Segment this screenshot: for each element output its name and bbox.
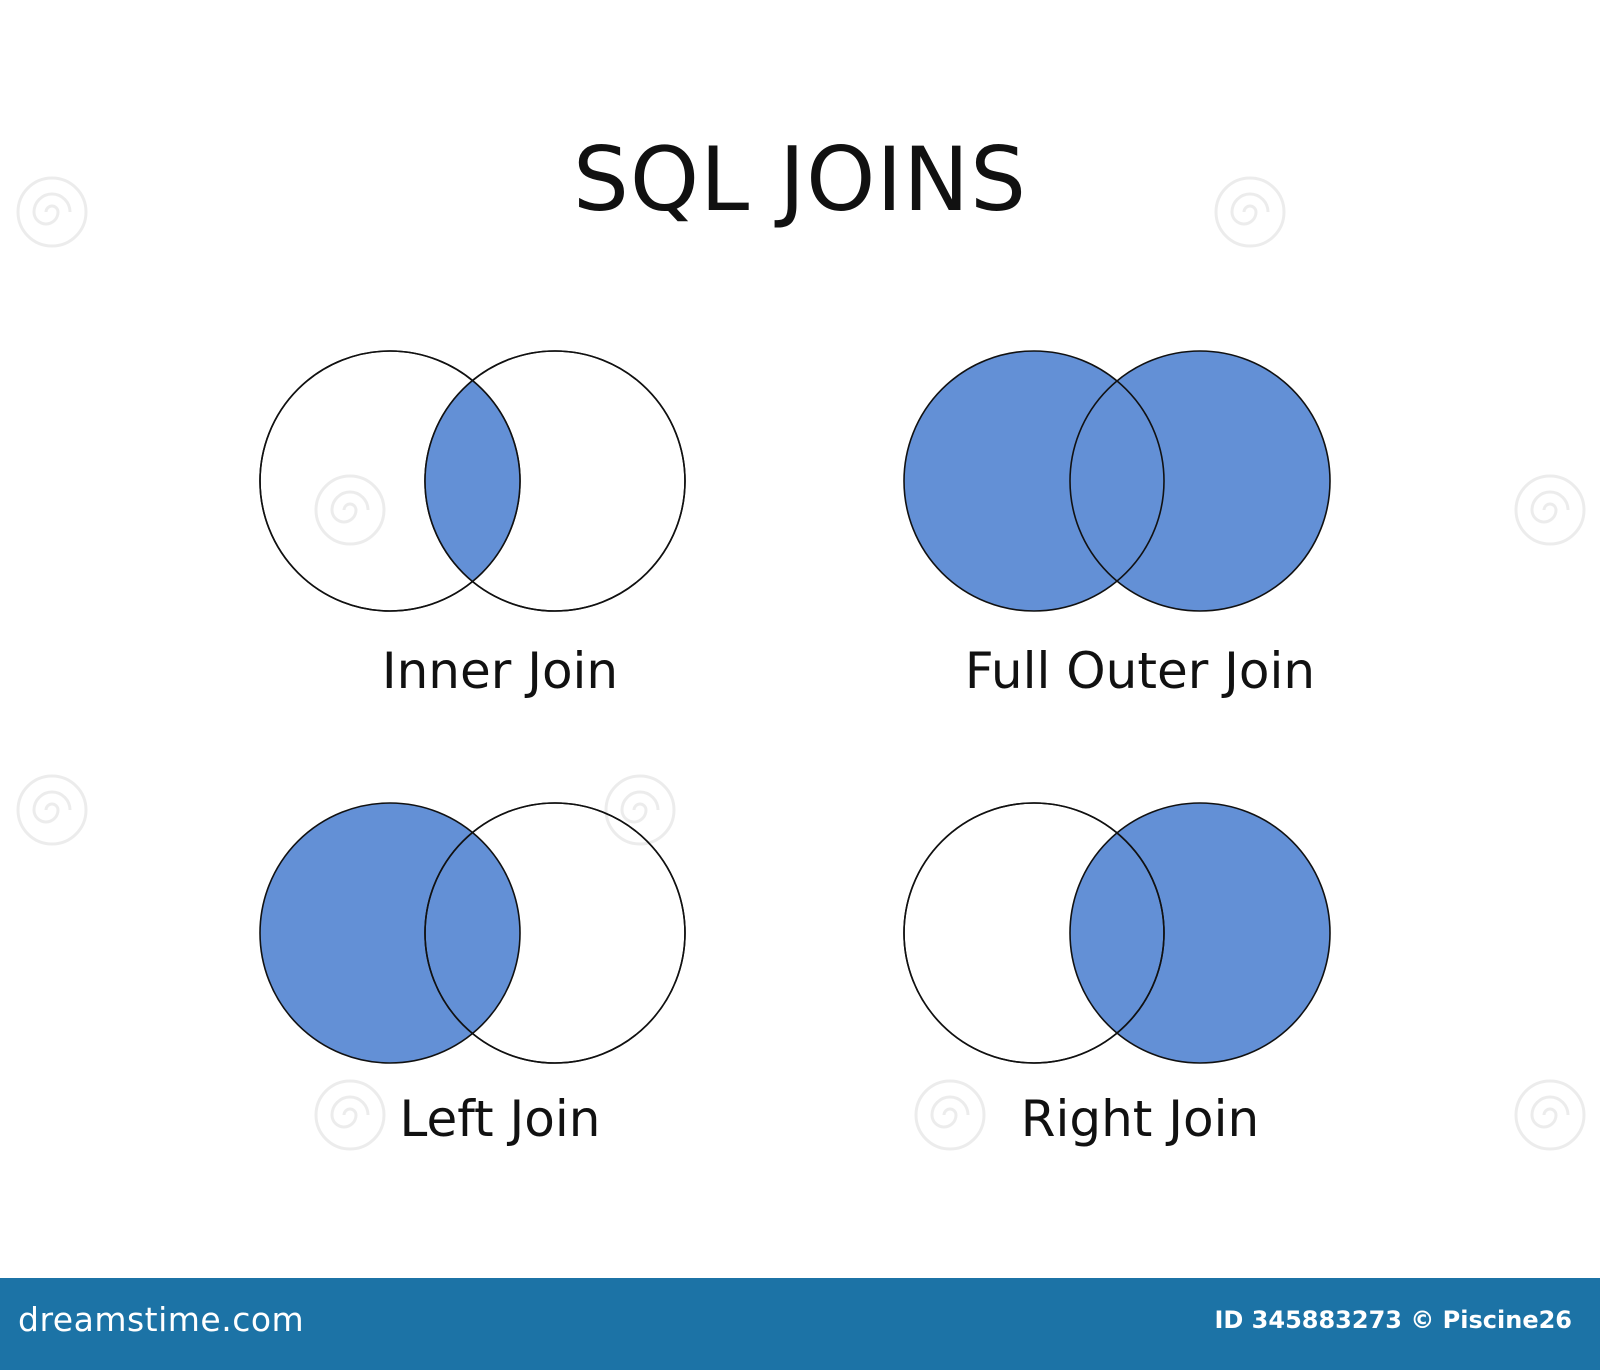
inner-join-venn [259, 350, 686, 612]
watermark-credit: ID 345883273 © Piscine26 [1214, 1306, 1572, 1334]
intersection-region [425, 351, 520, 611]
diagram-title: SQL JOINS [573, 128, 1027, 231]
full-outer-join-panel: Full Outer Join [860, 340, 1420, 740]
spiral-logo-icon [16, 774, 88, 846]
left-circle [260, 803, 520, 1063]
left-join-label: Left Join [399, 1090, 601, 1148]
watermark-footer-bar: dreamstime.com ID 345883273 © Piscine26 [0, 1278, 1600, 1370]
full-outer-join-venn [903, 350, 1331, 612]
left-join-venn [259, 802, 686, 1064]
right-circle [1070, 351, 1330, 611]
full-outer-join-label: Full Outer Join [964, 642, 1316, 700]
right-join-label: Right Join [1020, 1090, 1260, 1148]
right-join-venn [903, 802, 1331, 1064]
inner-join-label: Inner Join [381, 642, 619, 700]
right-circle [1070, 803, 1330, 1063]
inner-join-panel: Inner Join [220, 340, 780, 740]
right-join-panel: Right Join [860, 792, 1420, 1192]
watermark-brand: dreamstime.com [18, 1300, 305, 1339]
spiral-logo-icon [1514, 1079, 1586, 1151]
spiral-logo-icon [1514, 474, 1586, 546]
left-join-panel: Left Join [220, 792, 780, 1192]
